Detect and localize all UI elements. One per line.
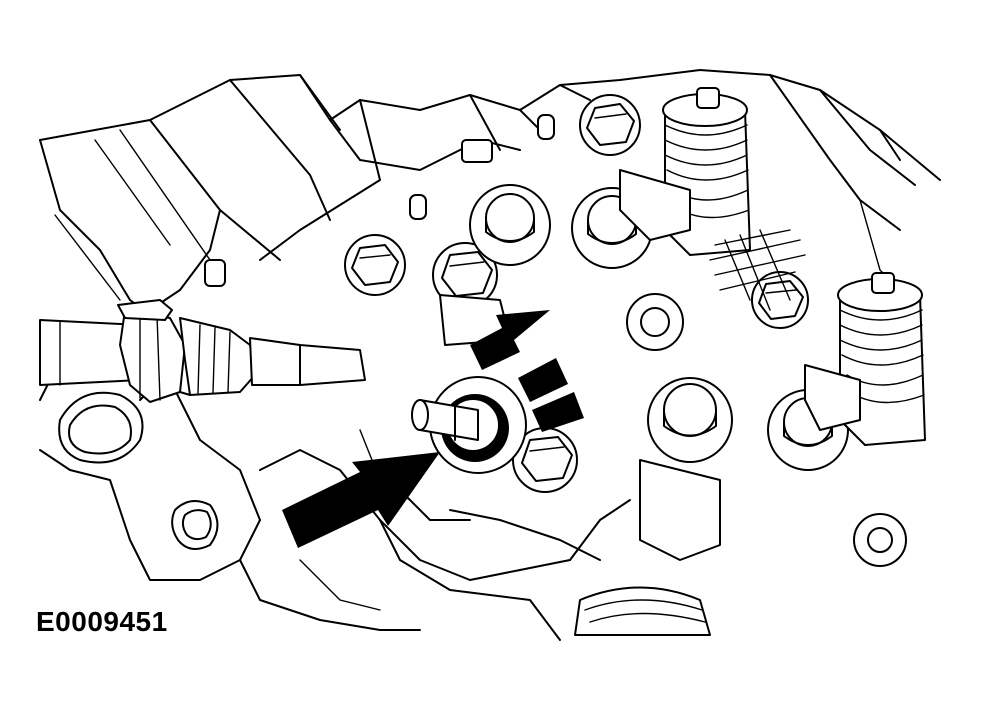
ignition-coil-3 bbox=[574, 586, 711, 636]
dowel-pin bbox=[461, 139, 493, 163]
ignition-coil-2 bbox=[837, 272, 926, 446]
dash-segment-1 bbox=[518, 358, 568, 402]
install-direction-arrows bbox=[282, 310, 584, 548]
hex-bolt-3 bbox=[579, 94, 641, 156]
ring-boss-1 bbox=[626, 293, 684, 351]
dash-segment-2 bbox=[532, 392, 584, 432]
hex-bolt-5 bbox=[512, 427, 578, 493]
ring-boss-3 bbox=[853, 513, 907, 567]
hatched-area bbox=[709, 229, 806, 311]
coil-brackets bbox=[439, 169, 861, 561]
dowel-pin bbox=[537, 114, 555, 140]
hex-bolt-1 bbox=[344, 234, 406, 296]
main-arrow bbox=[282, 452, 440, 548]
coolant-hose bbox=[39, 299, 366, 403]
cylinder-head-bolts bbox=[204, 94, 907, 567]
figure-code-label: E0009451 bbox=[36, 606, 168, 637]
sensor-shaft bbox=[411, 376, 527, 474]
flange-bolt-1 bbox=[469, 184, 551, 266]
up-arrow bbox=[470, 310, 550, 370]
engine-housing-outline bbox=[39, 69, 941, 641]
flange-bolt-3 bbox=[647, 377, 733, 463]
hex-bolt-2 bbox=[432, 242, 498, 308]
dowel-pin bbox=[409, 194, 427, 220]
dowel-pin bbox=[204, 259, 226, 287]
